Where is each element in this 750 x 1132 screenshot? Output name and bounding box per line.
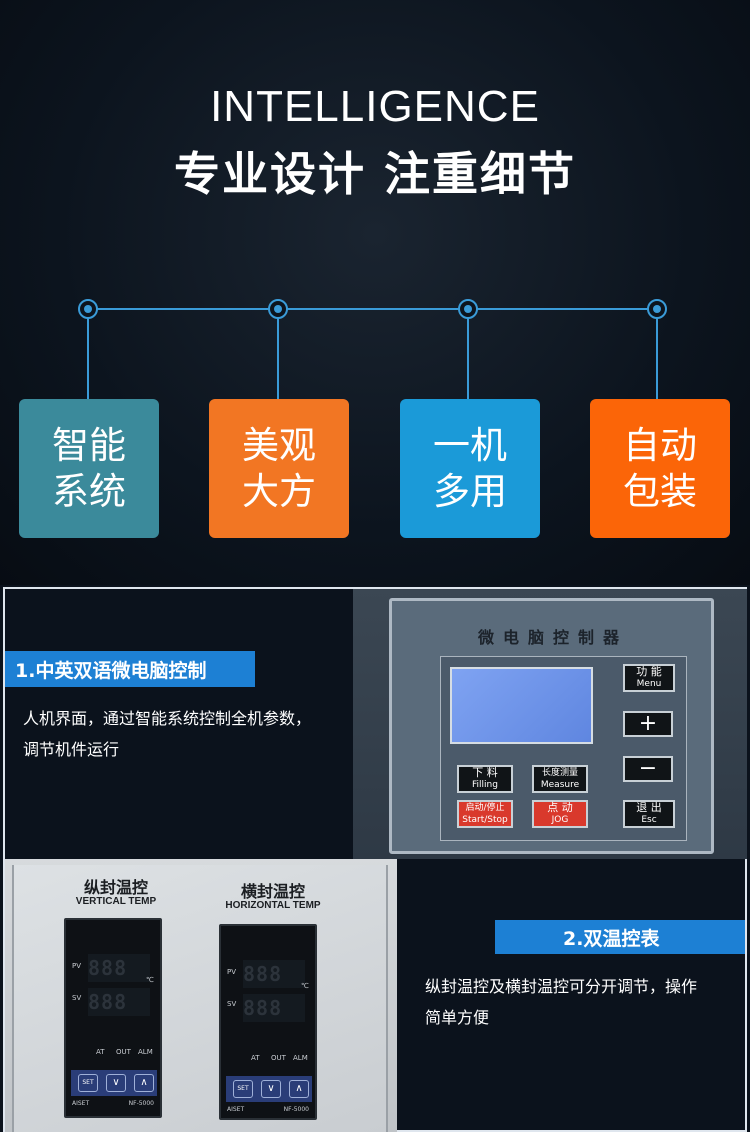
desc-line: 简单方便: [425, 1008, 490, 1027]
connector-node-1: [78, 299, 98, 399]
feature-card-elegant: 美观 大方: [209, 399, 349, 538]
feature-text: 系统: [52, 469, 126, 513]
plus-icon: +: [638, 711, 658, 736]
sv-display: 888: [243, 994, 305, 1022]
feature-text: 包装: [623, 469, 697, 513]
model-label: NF-5000: [128, 1100, 154, 1107]
button-label: 启动/停止: [465, 803, 505, 813]
up-button[interactable]: ∧: [289, 1080, 309, 1098]
panel-title: 微电脑控制器: [477, 628, 628, 647]
set-button[interactable]: SET: [233, 1080, 253, 1098]
down-button[interactable]: ∨: [261, 1080, 281, 1098]
desc-line: 纵封温控及横封温控可分开调节，操作: [425, 977, 698, 996]
at-indicator: AT: [251, 1054, 260, 1062]
button-label-en: Esc: [641, 815, 657, 825]
alm-indicator: ALM: [293, 1054, 308, 1062]
start-stop-button[interactable]: 启动/停止 Start/Stop: [457, 800, 513, 828]
minus-icon: −: [638, 756, 658, 781]
button-label: 功 能: [636, 665, 662, 678]
connector-node-4: [647, 299, 667, 399]
minus-button[interactable]: −: [623, 756, 673, 782]
button-label-en: Measure: [540, 780, 580, 790]
button-label: 长度测量: [541, 768, 578, 778]
plus-button[interactable]: +: [623, 711, 673, 737]
pv-display: 888: [243, 960, 305, 988]
english-title: INTELLIGENCE: [210, 82, 540, 131]
feature-card-auto-packing: 自动 包装: [590, 399, 730, 538]
section2-description: 纵封温控及横封温控可分开调节，操作 简单方便: [425, 971, 743, 1033]
alm-indicator: ALM: [138, 1048, 153, 1056]
menu-button[interactable]: 功 能 Menu: [623, 664, 675, 692]
vertical-temp-label: 纵封温控: [83, 878, 148, 897]
down-button[interactable]: ∨: [106, 1074, 126, 1092]
pv-label: PV: [72, 962, 82, 970]
section1-tag: 1.中英双语微电脑控制: [5, 651, 255, 687]
button-label-en: Menu: [636, 679, 662, 689]
button-label: 退 出: [636, 801, 662, 814]
brand-label: AISET: [72, 1100, 90, 1107]
desc-line: 人机界面，通过智能系统控制全机参数，: [23, 709, 312, 728]
at-indicator: AT: [96, 1048, 105, 1056]
connector-node-2: [268, 299, 288, 399]
connector-node-3: [458, 299, 478, 399]
feature-text: 大方: [242, 469, 316, 513]
out-indicator: OUT: [116, 1048, 131, 1056]
feature-text: 自动: [623, 423, 697, 467]
vertical-temp-controller: PV 888 ℃ SV 888 AT OUT ALM SET ∨ ∧ AISET…: [64, 918, 162, 1118]
brand-label: AISET: [227, 1106, 245, 1113]
section1-description: 人机界面，通过智能系统控制全机参数， 调节机件运行: [23, 703, 353, 765]
button-label-en: Start/Stop: [462, 815, 508, 825]
out-indicator: OUT: [271, 1054, 286, 1062]
feature-text: 美观: [242, 423, 316, 467]
horizontal-temp-controller: PV 888 ℃ SV 888 AT OUT ALM SET ∨ ∧ AISET…: [219, 924, 317, 1120]
desc-line: 调节机件运行: [23, 740, 120, 759]
feature-text: 智能: [52, 423, 126, 467]
chinese-title: 专业设计 注重细节: [173, 147, 576, 201]
filling-button[interactable]: 下 料 Filling: [457, 765, 513, 793]
sv-label: SV: [72, 994, 82, 1002]
model-label: NF-5000: [283, 1106, 309, 1113]
button-label: 下 料: [472, 766, 498, 779]
lcd-screen: [450, 667, 593, 744]
horizontal-temp-label: 横封温控: [240, 882, 305, 901]
pv-display: 888: [88, 954, 150, 982]
sv-display: 888: [88, 988, 150, 1016]
button-label-en: Filling: [472, 780, 498, 790]
button-label: 点 动: [547, 801, 573, 814]
section2-tag: 2.双温控表: [495, 920, 745, 954]
set-button[interactable]: SET: [78, 1074, 98, 1092]
vertical-temp-label-en: VERTICAL TEMP: [75, 896, 157, 907]
jog-button[interactable]: 点 动 JOG: [532, 800, 588, 828]
connector-diagram: [78, 299, 667, 399]
horizontal-temp-label-en: HORIZONTAL TEMP: [225, 900, 321, 911]
up-button[interactable]: ∧: [134, 1074, 154, 1092]
feature-card-multipurpose: 一机 多用: [400, 399, 540, 538]
feature-card-intelligent-system: 智能 系统: [19, 399, 159, 538]
button-label-en: JOG: [551, 815, 569, 825]
feature-text: 多用: [433, 469, 507, 513]
unit-label: ℃: [146, 976, 154, 984]
esc-button[interactable]: 退 出 Esc: [623, 800, 675, 828]
feature-text: 一机: [433, 423, 507, 467]
measure-button[interactable]: 长度测量 Measure: [532, 765, 588, 793]
sv-label: SV: [227, 1000, 237, 1008]
pv-label: PV: [227, 968, 237, 976]
unit-label: ℃: [301, 982, 309, 990]
